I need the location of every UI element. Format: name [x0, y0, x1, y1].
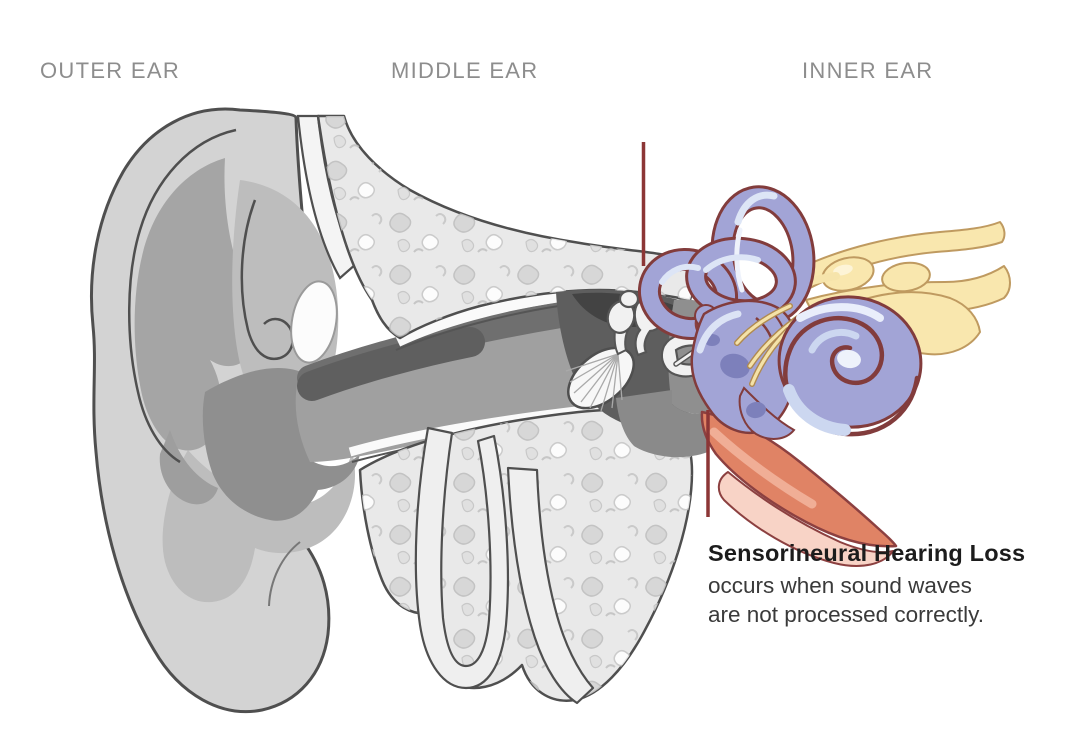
nerve-band-top [799, 221, 1006, 289]
helix-rim-line [127, 128, 237, 464]
pinna-concha-shadow [202, 368, 360, 521]
cochlea-highlight-top [796, 303, 884, 322]
nerve-fiber-1 [735, 304, 792, 345]
caption-heading: Sensorineural Hearing Loss [708, 540, 1026, 566]
pinna-fossa-shading [134, 158, 259, 451]
vestibule-cochlea-junction [738, 386, 796, 440]
mastoid-air-cell [290, 280, 338, 364]
nerve-ganglion-2 [881, 261, 931, 293]
eustachian-tube-highlight [709, 427, 817, 509]
section-label-middle-ear: MIDDLE EAR [391, 58, 539, 83]
section-label-outer-ear: OUTER EAR [40, 58, 181, 83]
canal-highlight-3 [659, 263, 701, 285]
vestibule-dark-spot-1 [720, 353, 750, 379]
cochlea-highlight-mid [808, 329, 860, 354]
cavity-lower-gray [616, 390, 708, 458]
malleus-handle [613, 329, 630, 356]
eardrum-tympanic-membrane [565, 346, 635, 412]
temporal-bone-upper-texture [318, 116, 693, 338]
canal-highlight-4 [703, 254, 761, 273]
ear-canal-interior [295, 301, 636, 462]
vestibule-dark-spot-3 [746, 401, 766, 419]
malleus-knob [618, 289, 640, 309]
eardrum-radial-lines [565, 353, 623, 412]
canal-highlight-2 [734, 227, 745, 293]
cochlea [777, 295, 923, 437]
canal-lining-bottom [348, 399, 641, 457]
eustachian-tube-main [700, 410, 898, 548]
eustachian-tube-pink-band [717, 471, 894, 567]
antihelix-fold-line [240, 199, 294, 361]
eustachian-tube [700, 410, 898, 567]
earlobe-fold-line [268, 541, 301, 607]
pinna-antitragus-shadow [159, 430, 218, 505]
caption-body-line-1: occurs when sound waves [708, 573, 972, 598]
cartilage-fold-outer [414, 426, 510, 690]
ear-canal-deep-shadow [297, 327, 485, 401]
vestibule-highlight [696, 310, 742, 354]
cochlea-highlight-lower-left [783, 384, 851, 436]
canal-cartilage-folds [414, 426, 595, 705]
cartilage-fold-inner [506, 466, 595, 705]
caption-body-line-2: are not processed correctly. [708, 601, 984, 627]
caption-block: Sensorineural Hearing Loss occurs when s… [708, 540, 1048, 629]
cochlea-center-highlight [837, 349, 861, 369]
section-label-inner-ear: INNER EAR [802, 58, 934, 83]
canal-highlight-1 [734, 191, 778, 226]
